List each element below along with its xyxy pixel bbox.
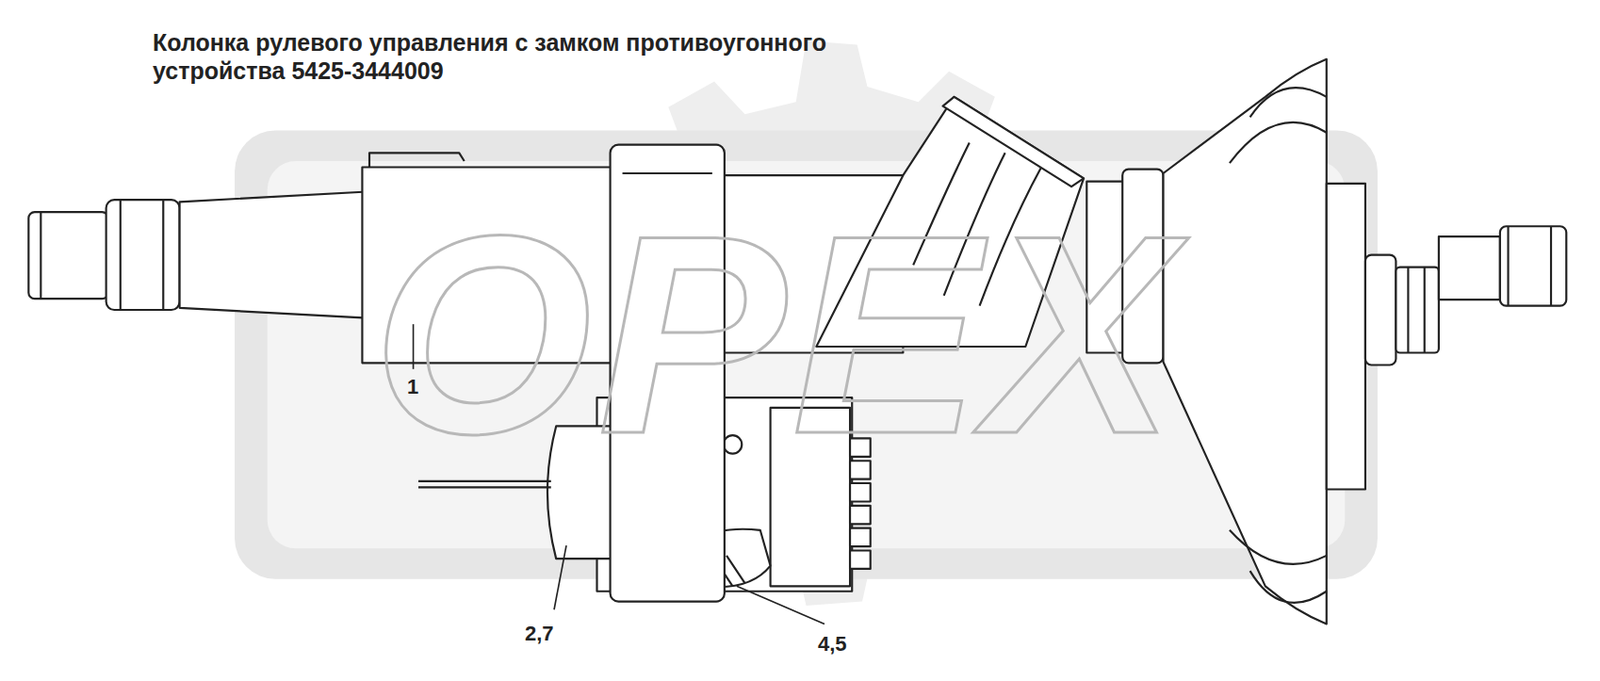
- column-parts: [28, 59, 1567, 625]
- diagram-title: Колонка рулевого управления с замком про…: [152, 28, 869, 85]
- callout-number: 1: [407, 375, 419, 400]
- watermark: OPEX: [372, 193, 1181, 476]
- callout-number: 4,5: [817, 632, 848, 657]
- leader-lines: [413, 324, 825, 624]
- callout-number: 2,7: [524, 621, 555, 647]
